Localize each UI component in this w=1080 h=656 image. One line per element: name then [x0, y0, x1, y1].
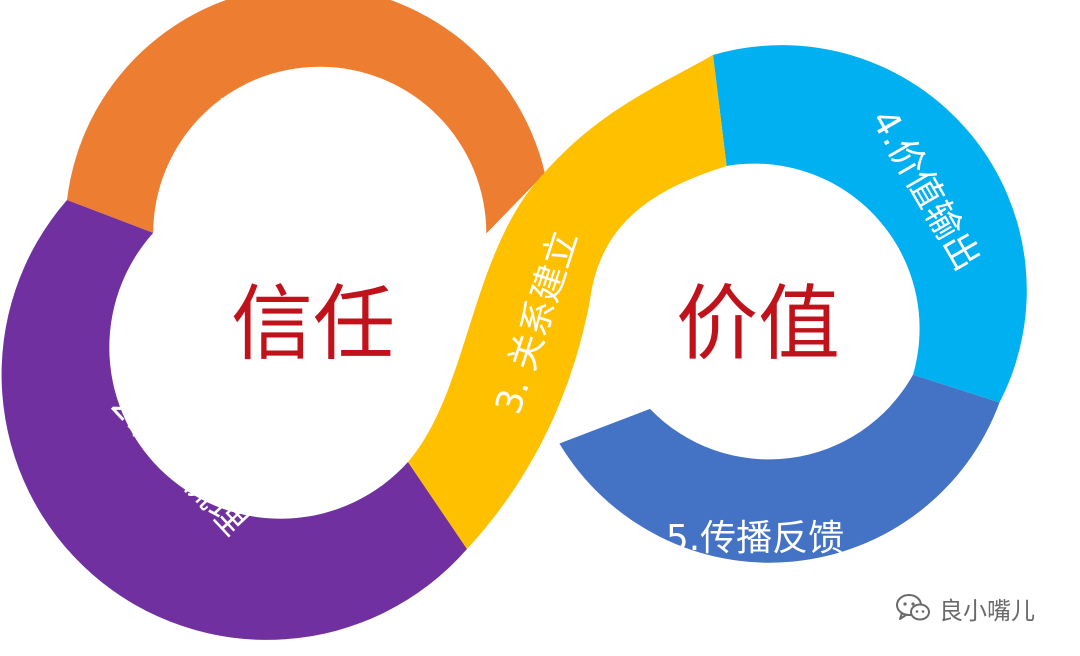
wechat-icon	[896, 594, 930, 621]
segment-1-construct-awareness	[67, 0, 545, 234]
left-center-label: 信任	[231, 277, 395, 372]
segment-2-positioning	[1, 200, 468, 640]
segment-3-relationship	[408, 55, 727, 549]
right-center-label: 价值	[676, 277, 840, 372]
watermark-text: 良小嘴儿	[939, 596, 1035, 625]
segment-1-label: 1.构建认知	[217, 91, 395, 132]
segment-5-label: 5.传播反馈	[666, 518, 844, 559]
watermark: 良小嘴儿	[895, 590, 1035, 626]
segment-4-value-output	[713, 45, 1027, 403]
segment-5-spread-feedback	[559, 374, 1000, 563]
